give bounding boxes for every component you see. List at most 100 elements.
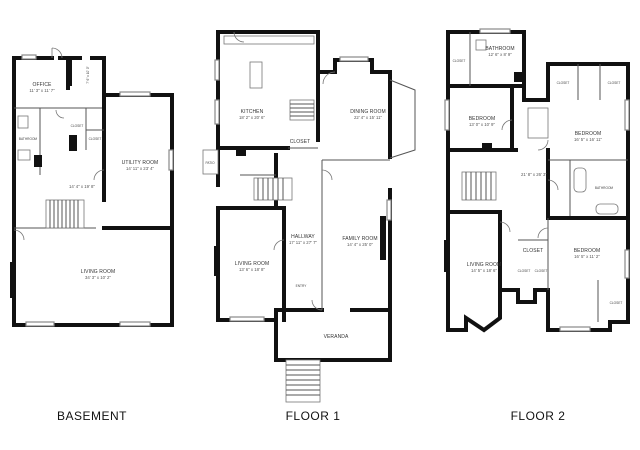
floor1-patio-label: PATIO	[205, 161, 215, 165]
floor1-window	[214, 99, 220, 125]
floor1-patio	[202, 149, 219, 175]
floor1-window	[214, 59, 220, 81]
basement-window	[21, 54, 37, 60]
floor2-bedroom-dims: 13' 0" x 10' 9"	[469, 122, 495, 127]
basement-closet-label: CLOSET	[71, 124, 84, 128]
floor2-bedroom-label: BEDROOM	[469, 116, 496, 122]
basement-fireplace	[10, 262, 16, 298]
floor1-veranda-steps	[285, 359, 321, 403]
floor1-column	[236, 148, 246, 156]
floor2-living-dims: 14' 5" x 18' 6"	[471, 268, 497, 273]
floor1-hallway-dims: 17' 11" x 27' 7"	[289, 240, 317, 245]
basement-column	[69, 135, 77, 151]
basement-living-dims: 34' 3" x 10' 2"	[85, 275, 111, 280]
floor2-living-label: LIVING ROOM	[467, 262, 501, 268]
floor1-hallway-label: HALLWAY	[291, 234, 315, 240]
floor1-floor-label: FLOOR 1	[285, 409, 341, 423]
floor1-family-label: FAMILY ROOM	[342, 236, 377, 242]
floor1-veranda-wall	[274, 308, 392, 362]
floor2-column	[514, 72, 522, 82]
basement-door	[55, 109, 65, 119]
floor2-fireplace	[444, 240, 450, 272]
floor1-outer-wall	[216, 30, 392, 159]
floor1-door	[311, 299, 323, 311]
basement-door	[51, 47, 63, 59]
floor1-closet-label: CLOSET	[290, 139, 311, 145]
floor1-kitchen-counter	[223, 35, 315, 45]
basement-utility-dims: 14' 11" x 23' 4"	[126, 166, 154, 171]
floor1-kitchen-dims: 18' 2" x 20' 6"	[239, 115, 265, 120]
basement-window	[119, 321, 151, 327]
floor1-door	[273, 239, 285, 251]
floor2-window	[559, 326, 591, 332]
basement-floor-label: BASEMENT	[56, 409, 127, 423]
floor1-living-label: LIVING ROOM	[235, 261, 269, 267]
floor2-closet-label: CLOSET	[453, 59, 466, 63]
floor1-fireplace	[214, 246, 220, 276]
floor2-hall-dims: 21' 8" x 26' 3"	[521, 172, 547, 177]
floor1-plan: KITCHEN 18' 2" x 20' 6" DINING ROOM 22' …	[202, 30, 416, 403]
floor1-dining-dims: 22' 4" x 15' 11"	[354, 115, 382, 120]
floor1-door	[233, 31, 245, 43]
floor2-sink	[475, 39, 487, 51]
floor2-door	[537, 139, 549, 151]
floor1-main-stairs	[253, 177, 293, 201]
floor2-window	[624, 99, 630, 131]
floor2-closet-label: CLOSET	[608, 81, 621, 85]
floor2-closet-label: CLOSET	[518, 269, 531, 273]
basement-outer-wall	[12, 56, 174, 327]
floor2-door	[547, 179, 559, 191]
floor2-closet-label: CLOSET	[535, 269, 548, 273]
basement-door	[13, 229, 25, 241]
basement-window	[168, 149, 174, 171]
floor2-window	[479, 28, 511, 34]
basement-room-dims: 14' 4" x 19' 8"	[69, 184, 95, 189]
basement-window	[119, 91, 151, 97]
floor2-bathtub	[573, 167, 587, 193]
basement-bathroom-label: BATHROOM	[19, 137, 38, 141]
floor1-kitchen-label: KITCHEN	[241, 109, 264, 115]
floor1-window	[229, 316, 265, 322]
floor2-window	[444, 99, 450, 131]
basement-sink	[17, 149, 31, 161]
floor1-kitchen-stairs	[289, 99, 315, 121]
floor2-door	[537, 227, 549, 239]
floor1-fireplace	[380, 216, 386, 260]
basement-small-room-dims: 7' 6" x 10' 0"	[86, 66, 90, 83]
floor1-window	[386, 199, 392, 221]
floor1-door	[322, 71, 336, 85]
basement-living-label: LIVING ROOM	[81, 269, 115, 275]
floor2-bathroom-label: BATHROOM	[485, 46, 514, 52]
floor2-bedroom-dims: 16' 5" x 16' 11"	[574, 137, 602, 142]
floor2-door	[501, 119, 513, 131]
floor1-living-dims: 13' 6" x 18' 8"	[239, 267, 265, 272]
floor2-window	[624, 249, 630, 279]
basement-column	[34, 155, 42, 167]
floor2-bathroom-dims: 12' 6" x 8' 9"	[488, 52, 512, 57]
basement-closet-label: CLOSET	[89, 137, 102, 141]
floor1-veranda-label: VERANDA	[324, 334, 349, 340]
floor2-bedroom-label: BEDROOM	[574, 248, 601, 254]
floor2-plan: BATHROOM 12' 6" x 8' 9" CLOSET BEDROOM 1…	[444, 28, 630, 333]
basement-office-dims: 11' 3" x 11' 7"	[29, 88, 55, 93]
floor2-bathtub	[595, 203, 619, 215]
floor2-closet-label: CLOSET	[610, 301, 623, 305]
floor2-door	[499, 221, 511, 233]
floor1-door	[321, 169, 333, 181]
floor2-bathroom-label: BATHROOM	[595, 186, 614, 190]
floor1-family-dims: 14' 4" x 25' 0"	[347, 242, 373, 247]
basement-door	[93, 169, 105, 181]
basement-window	[25, 321, 55, 327]
floor2-small-stairs	[527, 107, 549, 139]
floor2-bedroom-label: BEDROOM	[575, 131, 602, 137]
floor2-outer-wall	[446, 30, 630, 333]
floor2-floor-label: FLOOR 2	[510, 409, 566, 423]
basement-toilet	[17, 115, 29, 129]
floor1-dining-label: DINING ROOM	[350, 109, 386, 115]
floor1-kitchen-island	[249, 61, 263, 89]
basement-stairs	[45, 199, 85, 229]
floor2-bedroom-dims: 16' 5" x 11' 2"	[574, 254, 600, 259]
floor1-entry-label: ENTRY	[296, 284, 308, 288]
floor1-bay-window	[389, 79, 416, 159]
